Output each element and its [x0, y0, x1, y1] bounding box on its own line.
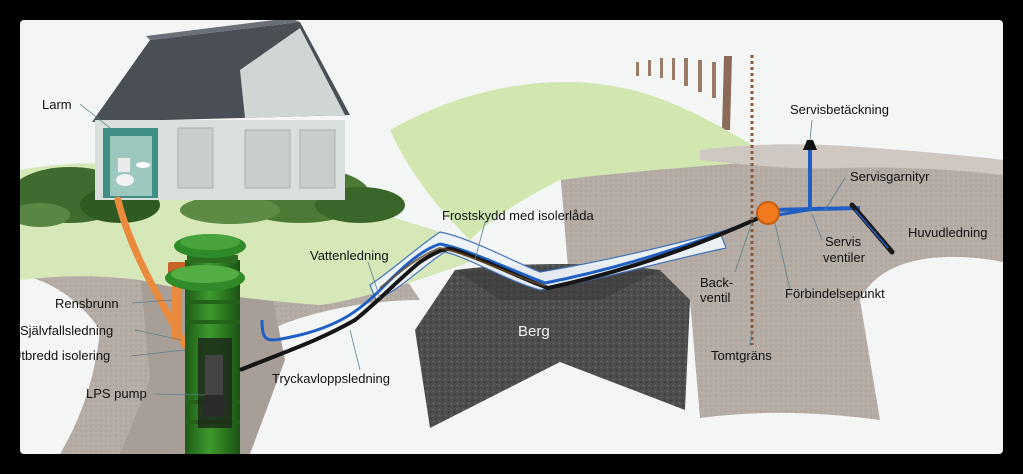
label-utbredd-isolering: Utbredd isolering [12, 348, 110, 363]
label-tryckavloppsledning: Tryckavloppsledning [272, 371, 390, 386]
cleanout-pipe [172, 280, 182, 340]
label-tomtgrans: Tomtgräns [711, 348, 772, 363]
label-servisbetackning: Servisbetäckning [790, 102, 889, 117]
soil-right [560, 148, 1003, 421]
label-larm: Larm [42, 97, 72, 112]
label-frostskydd: Frostskydd med isolerlåda [442, 208, 594, 223]
label-servisgarnityr: Servisgarnityr [850, 169, 930, 184]
rock [415, 264, 690, 428]
label-forbindelsepunkt: Förbindelsepunkt [785, 286, 885, 301]
label-servis: Servis [825, 234, 862, 249]
label-berg: Berg [518, 323, 550, 340]
house [92, 20, 350, 200]
leader-lines [79, 103, 846, 396]
label-ventiler: ventiler [823, 250, 866, 265]
lawn-hill [390, 81, 780, 240]
service-cover [803, 140, 817, 150]
label-backventil-2: ventil [700, 290, 730, 305]
label-sjalvfallsledning: Självfallsledning [20, 323, 113, 338]
lawn-right [700, 144, 1003, 175]
service-connection-pipe [769, 206, 861, 212]
fence [636, 56, 732, 130]
pressure-pipe-brown [379, 246, 546, 289]
label-huvudledning: Huvudledning [908, 225, 988, 240]
main-line-blue [854, 209, 889, 249]
label-lps-pump: LPS pump [86, 386, 147, 401]
lps-pump-station [165, 234, 246, 454]
water-pipe [260, 206, 821, 342]
label-rensbrunn: Rensbrunn [55, 296, 119, 311]
connection-point [756, 201, 780, 225]
pressure-sewer-pipe [239, 213, 766, 372]
label-backventil-1: Back- [700, 275, 733, 290]
label-vattenledning: Vattenledning [310, 248, 389, 263]
